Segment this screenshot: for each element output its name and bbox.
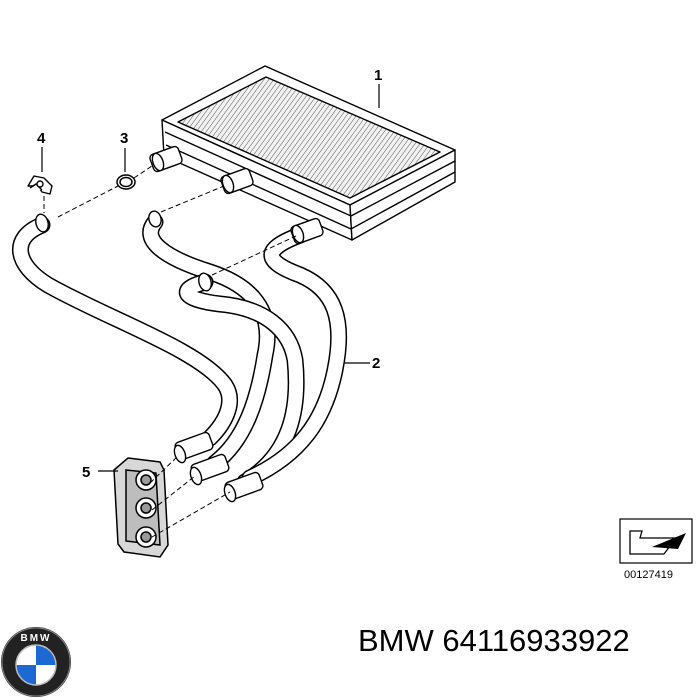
view-direction-icon (619, 518, 693, 564)
assembly-lines (43, 165, 297, 538)
callout-4: 4 (37, 130, 46, 147)
o-ring (116, 174, 136, 190)
callout-1: 1 (374, 67, 382, 84)
reference-number: 00127419 (624, 569, 673, 581)
heater-core (161, 65, 456, 241)
callout-2: 2 (372, 355, 380, 372)
part-caption: BMW 64116933922 (358, 616, 693, 666)
caption-part-number: 64116933922 (442, 623, 630, 658)
clip (27, 175, 53, 195)
pipe-connectors (35, 145, 324, 503)
heater-pipes (12, 213, 348, 491)
leader-lines (41, 84, 380, 472)
callout-5: 5 (82, 464, 90, 481)
callout-3: 3 (120, 130, 128, 147)
bmw-logo: BMW (1, 627, 71, 697)
gasket (113, 457, 169, 558)
bmw-logo-text: BMW (21, 633, 52, 644)
caption-brand: BMW (358, 623, 434, 658)
